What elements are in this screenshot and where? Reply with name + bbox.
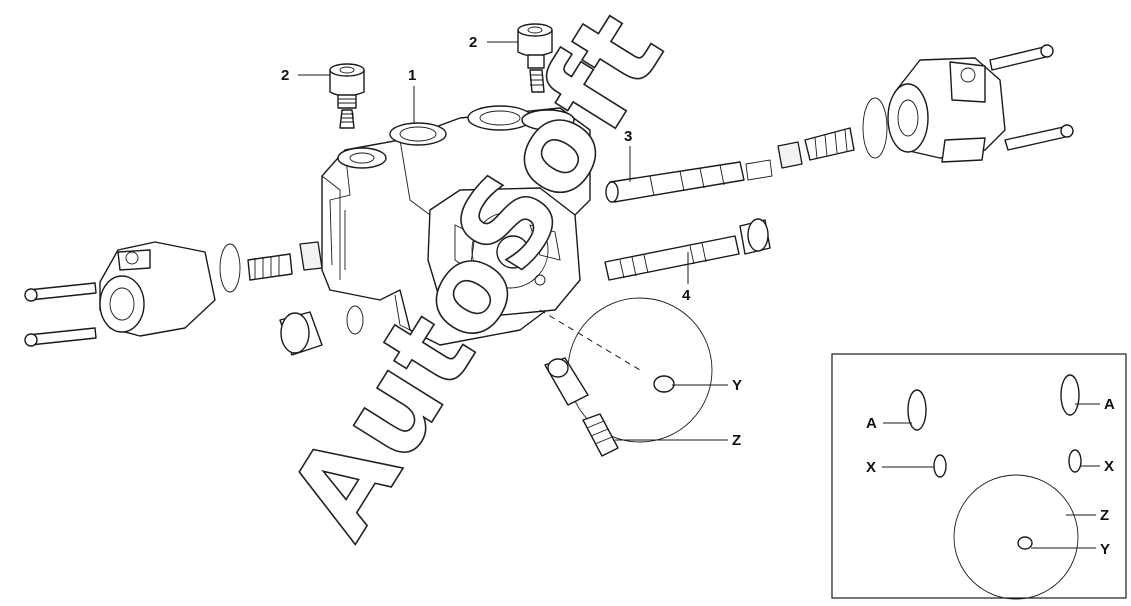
label-part-2-left: 2 [281,67,289,84]
inset-label-a-left: A [866,415,877,432]
seal-legend-inset: A A X X Z Y [831,353,1127,600]
label-part-3: 3 [624,128,632,145]
label-part-2-right: 2 [469,34,477,51]
part-callouts: 2 2 1 3 4 Y Z [281,34,742,449]
plug-right [517,23,553,93]
inset-label-x-left: X [866,459,876,476]
label-part-1: 1 [408,67,416,84]
inset-label-x-right: X [1104,458,1114,475]
inset-label-a-right: A [1104,396,1115,413]
label-seal-z: Z [732,432,741,449]
spool-part-3 [605,159,773,203]
inset-label-z: Z [1100,507,1109,524]
valve-body [321,105,591,346]
seals-y-z [539,297,713,457]
plug-left [329,63,365,129]
spool-part-4 [604,218,771,281]
left-end-cap [24,241,364,356]
inset-label-y: Y [1100,541,1110,558]
label-part-4: 4 [682,287,691,304]
right-end-cap [777,44,1074,169]
label-seal-y: Y [732,377,742,394]
